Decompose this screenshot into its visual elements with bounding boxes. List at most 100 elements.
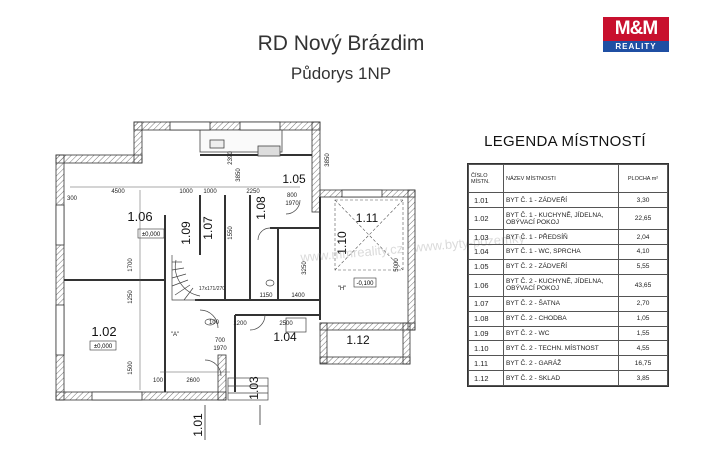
legend-room-number: 1.03 [468, 229, 504, 246]
room-label-1-11: 1.11 [356, 211, 379, 225]
dim-2500: 2500 [279, 321, 293, 327]
legend-room-area: 16,75 [618, 355, 668, 372]
legend-room-number: 1.06 [468, 273, 504, 297]
legend-room-number: 1.07 [468, 295, 504, 312]
legend-room-area: 2,70 [618, 295, 668, 312]
logo-top-text: M&M [603, 17, 669, 41]
dim-1200: 1200 [233, 321, 247, 327]
dim-2600: 2600 [186, 378, 200, 384]
dim-1970a: 1970 [285, 201, 299, 207]
dim-1150: 1150 [260, 293, 274, 299]
dim-1970b: 1970 [213, 346, 227, 352]
room-label-1-08: 1.08 [254, 196, 268, 220]
legend-title: LEGENDA MÍSTNOSTÍ [484, 133, 646, 150]
dim-700: 700 [215, 338, 226, 344]
header-room-number: ČÍSLO MÍSTN. [468, 163, 504, 194]
legend-room-area: 1,55 [618, 325, 668, 342]
dim-1250: 1250 [128, 290, 134, 304]
dim-1000a: 1000 [179, 189, 193, 195]
dim-1550: 1550 [228, 226, 234, 240]
legend-room-name: BYT Č. 2 - WC [503, 325, 619, 342]
header-room-name: NÁZEV MÍSTNOSTI [503, 163, 619, 194]
legend-room-number: 1.09 [468, 325, 504, 342]
legend-room-name: BYT Č. 2 - SKLAD [503, 370, 619, 386]
legend-room-number: 1.08 [468, 310, 504, 327]
legend-room-area: 4,10 [618, 244, 668, 260]
page-title: RD Nový Brázdim [257, 32, 425, 55]
dim-4500: 4500 [111, 189, 125, 195]
room-label-1-10: 1.10 [335, 231, 349, 255]
legend-room-name: BYT Č. 2 - ZÁDVEŘÍ [503, 258, 619, 275]
room-label-1-05: 1.05 [282, 172, 306, 186]
legend-room-name: BYT Č. 2 - TECHN. MÍSTNOST [503, 340, 619, 357]
dim-1700: 1700 [128, 258, 134, 272]
dim-1400: 1400 [291, 293, 305, 299]
realty-logo: M&M REALITY [603, 17, 669, 53]
room-label-1-04: 1.04 [273, 330, 297, 344]
legend-room-number: 1.11 [468, 355, 504, 372]
room-legend-table: ČÍSLO MÍSTN. NÁZEV MÍSTNOSTI PLOCHA m² 1… [467, 163, 669, 387]
dim-2250: 2250 [246, 189, 260, 195]
floor-plan-drawing: 1.06 1.02 1.09 1.07 1.08 1.05 1.11 1.10 … [55, 121, 416, 440]
dim-3850b: 3850 [325, 153, 331, 167]
room-label-1-09: 1.09 [179, 221, 193, 245]
level-markers [89, 228, 377, 351]
legend-room-name: BYT Č. 1 - PŘEDSÍŇ [503, 229, 619, 246]
legend-room-name: BYT Č. 1 - WC, SPRCHA [503, 244, 619, 260]
door-swings [199, 199, 301, 377]
bathroom-fixtures [204, 279, 307, 333]
legend-room-number: 1.05 [468, 258, 504, 275]
windows [55, 121, 383, 401]
stair-spec: 17x171/270 [199, 286, 225, 292]
legend-room-area: 2,04 [618, 229, 668, 246]
dim-1000b: 1000 [203, 189, 217, 195]
legend-room-number: 1.10 [468, 340, 504, 357]
legend-room-name: BYT Č. 2 - KUCHYNĚ, JÍDELNA, OBÝVACÍ POK… [503, 273, 619, 297]
staircase [171, 255, 201, 301]
legend-room-number: 1.01 [468, 192, 504, 208]
room-label-1-02: 1.02 [91, 324, 116, 339]
dim-2390: 2390 [228, 151, 234, 165]
legend-room-name: BYT Č. 2 - GARÁŽ [503, 355, 619, 372]
legend-room-area: 43,65 [618, 273, 668, 297]
dim-800: 800 [287, 193, 298, 199]
legend-room-number: 1.12 [468, 370, 504, 386]
entrance-steps [227, 377, 269, 401]
garage-outline [334, 199, 404, 271]
legend-room-number: 1.04 [468, 244, 504, 260]
room-label-1-03: 1.03 [247, 376, 261, 400]
legend-room-area: 4,55 [618, 340, 668, 357]
room-label-1-12: 1.12 [346, 333, 370, 347]
room-label-1-07: 1.07 [201, 216, 215, 240]
page-subtitle: Půdorys 1NP [290, 64, 392, 83]
room-label-1-01: 1.01 [191, 413, 205, 437]
level-1-02: ±0,000 [94, 344, 113, 350]
legend-header-row: ČÍSLO MÍSTN. NÁZEV MÍSTNOSTI PLOCHA m² [468, 163, 668, 194]
legend-room-area: 5,55 [618, 258, 668, 275]
section-h-marker: "H" [338, 286, 347, 292]
legend-room-name: BYT Č. 1 - KUCHYNĚ, JÍDELNA, OBÝVACÍ POK… [503, 206, 619, 231]
level-1-11: -0,100 [356, 281, 374, 287]
dim-5000: 5000 [394, 258, 400, 272]
legend-room-number: 1.02 [468, 206, 504, 231]
dim-300: 300 [67, 196, 78, 202]
dim-3850a: 3850 [236, 168, 242, 182]
inner-walls [64, 154, 321, 392]
legend-room-area: 1,05 [618, 310, 668, 327]
logo-bottom-text: REALITY [603, 41, 669, 52]
dim-100b: 100 [209, 320, 220, 326]
